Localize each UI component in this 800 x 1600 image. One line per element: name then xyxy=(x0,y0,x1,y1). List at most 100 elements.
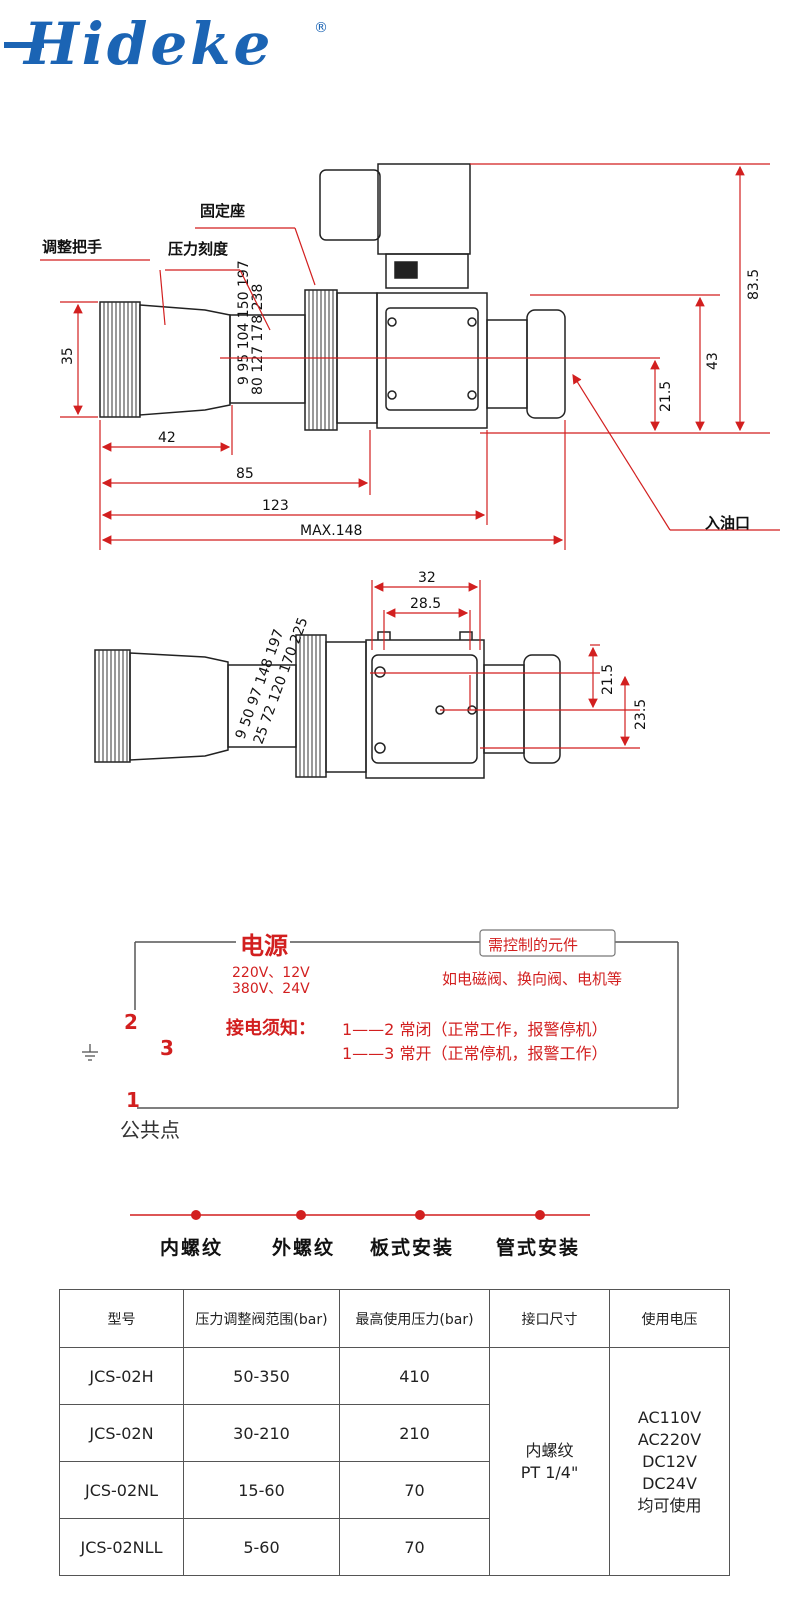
inlet-neck xyxy=(483,664,525,754)
header-port: 接口尺寸 xyxy=(489,1289,610,1348)
connector-base xyxy=(385,253,469,289)
header-voltage: 使用电压 xyxy=(609,1289,730,1348)
scale-row: 9 95 104 150 197 xyxy=(236,260,252,385)
header-range: 压力调整阀范围(bar) xyxy=(183,1289,340,1348)
pressure-scale-top: 9 95 104 150 197 80 127 178 238 xyxy=(236,260,266,395)
notice-nc: 1——2 常闭（正常工作，报警停机） xyxy=(342,1020,608,1039)
label-adjust-handle: 调整把手 xyxy=(42,238,103,256)
dim-28-5: 28.5 xyxy=(410,596,441,612)
power-line-1: 220V、12V xyxy=(232,965,310,981)
method-dot xyxy=(535,1210,545,1220)
dim-32: 32 xyxy=(418,570,436,586)
label-fixed-seat: 固定座 xyxy=(200,202,246,220)
dim-23-5: 23.5 xyxy=(633,699,649,730)
cell-range: 30-210 xyxy=(183,1404,340,1462)
brand-logo: Hideke ® xyxy=(4,6,334,78)
connector-housing xyxy=(377,163,471,255)
bolt xyxy=(467,317,477,327)
cell-model: JCS-02NL xyxy=(59,1461,184,1519)
table-header-row: 型号 压力调整阀范围(bar) 最高使用压力(bar) 接口尺寸 使用电压 xyxy=(59,1289,730,1348)
table-row: JCS-02NL 15-60 70 xyxy=(59,1461,730,1519)
knurled-knob xyxy=(94,649,131,763)
cell-max: 70 xyxy=(339,1518,490,1576)
voltage-line: DC24V xyxy=(642,1473,697,1493)
dim-43: 43 xyxy=(705,352,721,370)
power-title: 电源 xyxy=(240,932,288,960)
cell-model: JCS-02H xyxy=(59,1347,184,1405)
dim-21-5: 21.5 xyxy=(658,381,674,412)
valve-plate xyxy=(371,654,478,764)
dim-21-5: 21.5 xyxy=(600,664,616,695)
control-box-label: 需控制的元件 xyxy=(488,936,579,954)
label-pressure-scale: 压力刻度 xyxy=(168,240,229,258)
header-model: 型号 xyxy=(59,1289,184,1348)
scale-row: 80 127 178 238 xyxy=(250,284,266,395)
cell-model: JCS-02NLL xyxy=(59,1518,184,1576)
header-max: 最高使用压力(bar) xyxy=(339,1289,490,1348)
control-desc: 如电磁阀、换向阀、电机等 xyxy=(442,970,623,988)
inlet-hex xyxy=(523,654,561,764)
technical-drawing: 9 95 104 150 197 80 127 178 238 xyxy=(0,150,800,830)
dim-35: 35 xyxy=(60,347,76,365)
voltage-line: AC220V xyxy=(637,1429,702,1449)
terminal-1: 1 xyxy=(126,1088,140,1112)
handle-sleeve xyxy=(139,304,231,416)
bottom-view xyxy=(94,631,561,779)
valve-plate xyxy=(385,307,479,411)
wiring-diagram: 电源 220V、12V 380V、24V 需控制的元件 如电磁阀、换向阀、电机等… xyxy=(0,920,800,1160)
voltage-line: AC110V xyxy=(637,1407,702,1427)
dim-85: 85 xyxy=(236,466,254,482)
cell-range: 15-60 xyxy=(183,1461,340,1519)
bolt xyxy=(374,742,386,754)
method-dot xyxy=(296,1210,306,1220)
logo-text: Hideke xyxy=(22,10,273,76)
bolt xyxy=(467,390,477,400)
handle-sleeve xyxy=(129,652,229,761)
cell-port: 内螺纹 PT 1/4" xyxy=(489,1347,610,1576)
cell-voltage: AC110V AC220V DC12V DC24V 均可使用 xyxy=(609,1347,730,1576)
valve-body xyxy=(376,292,488,429)
table-row: JCS-02N 30-210 210 xyxy=(59,1404,730,1462)
install-methods: 内螺纹 外螺纹 板式安装 管式安装 xyxy=(0,1205,800,1265)
cell-max: 210 xyxy=(339,1404,490,1462)
method-pipe-mount: 管式安装 xyxy=(496,1237,581,1259)
label-oil-inlet: 入油口 xyxy=(705,514,751,532)
power-line-2: 380V、24V xyxy=(232,981,310,997)
notice-title: 接电须知： xyxy=(226,1018,316,1039)
dim-83-5: 83.5 xyxy=(746,269,762,300)
voltage-line: 均可使用 xyxy=(637,1495,702,1515)
terminal-3: 3 xyxy=(160,1036,174,1060)
bolt xyxy=(387,390,397,400)
common-point-label: 公共点 xyxy=(120,1118,180,1142)
control-box xyxy=(479,929,616,957)
terminal-2: 2 xyxy=(124,1010,138,1034)
method-dot xyxy=(415,1210,425,1220)
logo-swoosh xyxy=(4,42,44,48)
table-row: JCS-02NLL 5-60 70 xyxy=(59,1518,730,1576)
dim-123: 123 xyxy=(262,498,289,514)
method-plate-mount: 板式安装 xyxy=(370,1237,455,1259)
method-dot xyxy=(191,1210,201,1220)
logo-trademark: ® xyxy=(314,20,328,36)
notice-no: 1——3 常开（正常停机，报警工作） xyxy=(342,1044,608,1063)
spec-table: 型号 压力调整阀范围(bar) 最高使用压力(bar) 接口尺寸 使用电压 JC… xyxy=(59,1289,730,1576)
valve-body xyxy=(365,639,485,779)
cell-max: 70 xyxy=(339,1461,490,1519)
connector-plug xyxy=(319,169,381,241)
top-view xyxy=(99,163,566,431)
mount-tabs xyxy=(377,631,473,640)
table-row: JCS-02H 50-350 410 内螺纹 PT 1/4" AC110V AC… xyxy=(59,1347,730,1576)
bolt xyxy=(374,666,386,678)
cell-range: 50-350 xyxy=(183,1347,340,1405)
cell-model: JCS-02N xyxy=(59,1404,184,1462)
port-line-1: 内螺纹 xyxy=(525,1440,574,1460)
method-internal-thread: 内螺纹 xyxy=(160,1237,224,1259)
dim-42: 42 xyxy=(158,430,176,446)
port-line-2: PT 1/4" xyxy=(520,1462,579,1482)
connector-slot xyxy=(394,261,418,279)
voltage-line: DC12V xyxy=(642,1451,697,1471)
inlet-neck xyxy=(486,319,528,409)
inlet-hex xyxy=(526,309,566,419)
method-external-thread: 外螺纹 xyxy=(272,1237,336,1259)
dim-max: MAX.148 xyxy=(300,523,362,539)
